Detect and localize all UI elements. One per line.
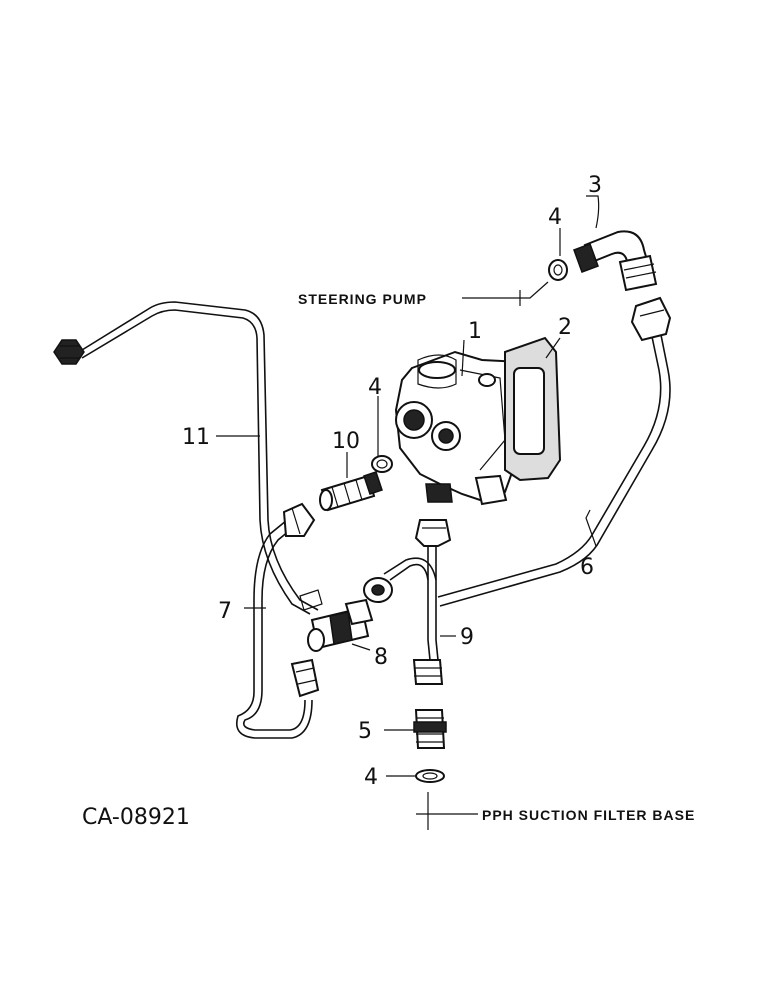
gasket-2	[504, 336, 562, 482]
washer-4-bottom	[415, 769, 445, 783]
callout-8: 8	[374, 645, 388, 670]
tube-nut-9-top	[414, 519, 452, 547]
tube-nut-7a	[282, 502, 316, 537]
callout-4-top: 4	[548, 205, 562, 230]
figure-id: CA-08921	[82, 805, 190, 830]
callout-5: 5	[358, 719, 372, 744]
callout-1: 1	[468, 319, 482, 344]
callout-2: 2	[558, 315, 572, 340]
callout-3: 3	[588, 173, 602, 198]
pump-body-1	[394, 350, 527, 506]
washer-4-top	[548, 259, 568, 281]
adapter-5	[413, 709, 447, 749]
tube-nut-9-side	[363, 577, 393, 603]
callout-6: 6	[580, 555, 594, 580]
tube-7	[236, 502, 320, 739]
tube-11	[53, 301, 319, 615]
callout-7: 7	[218, 599, 232, 624]
callout-11: 11	[182, 425, 210, 450]
tube-9	[363, 519, 452, 685]
tee-fitting-8	[299, 589, 374, 652]
steering-pump-label: STEERING PUMP	[298, 291, 427, 307]
washer-4-left	[371, 455, 393, 473]
tube-nut-7b	[290, 658, 320, 698]
callout-4-bottom: 4	[364, 765, 378, 790]
suction-filter-label: PPH SUCTION FILTER BASE	[482, 807, 695, 823]
callout-4-left: 4	[368, 375, 382, 400]
tube-nut-11	[53, 339, 85, 365]
tube-nut-9-bottom	[412, 659, 444, 685]
tube-6	[437, 296, 672, 607]
elbow-3	[573, 230, 658, 292]
leader-lines	[216, 195, 600, 830]
callout-9: 9	[460, 625, 474, 650]
tube-nut-6	[630, 296, 672, 342]
fitting-10	[319, 471, 383, 512]
callout-10: 10	[332, 429, 360, 454]
